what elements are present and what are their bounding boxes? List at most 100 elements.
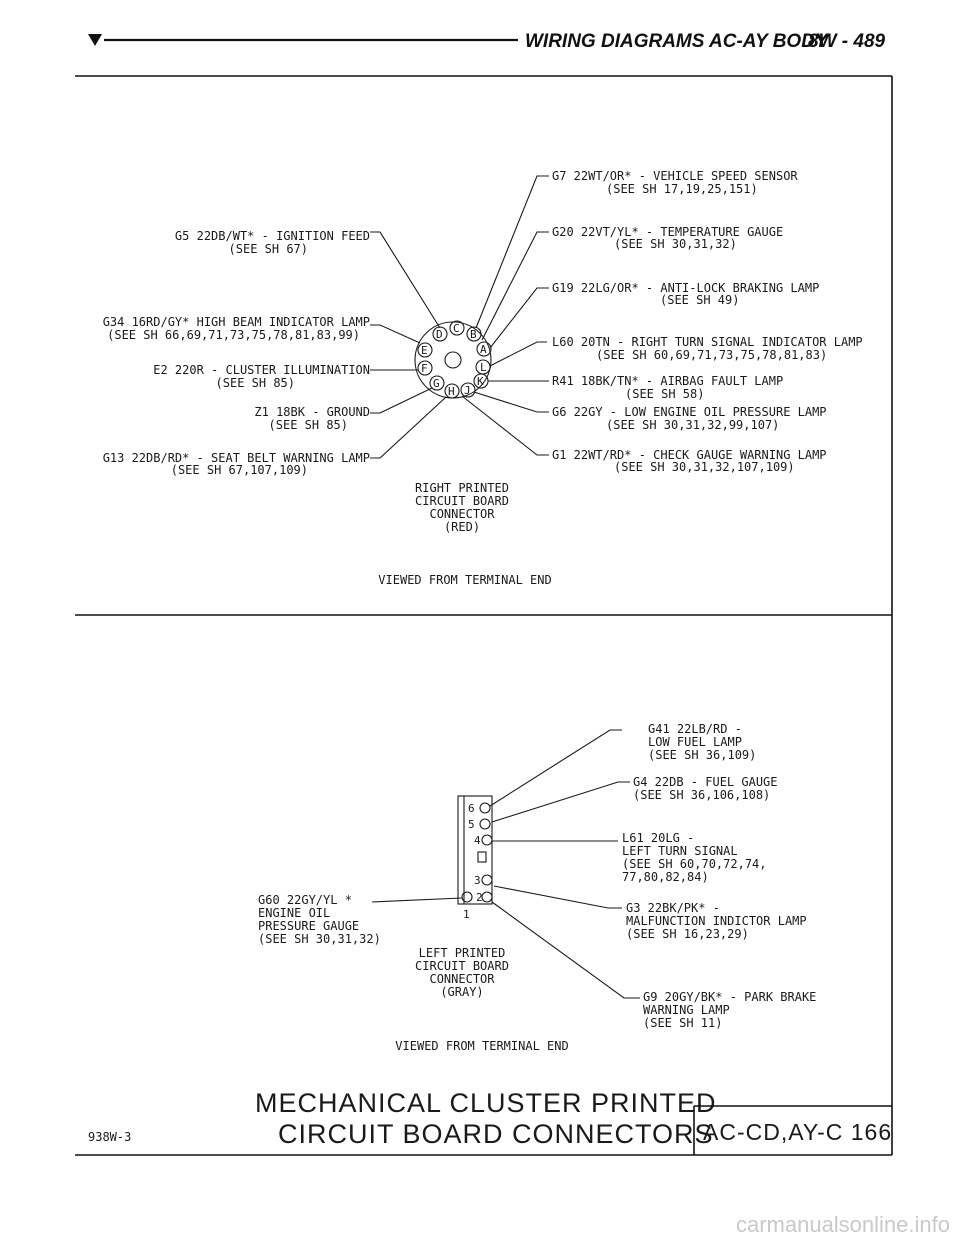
caption-line-1: RIGHT PRINTED — [415, 481, 509, 495]
pin-4-label: 4 — [474, 834, 481, 847]
leader-g4 — [491, 781, 630, 823]
wire-g5-ref: (SEE SH 67) — [229, 242, 308, 256]
caption-line-3: CONNECTOR — [429, 972, 495, 986]
pin-l-label: L — [480, 361, 487, 374]
wire-r41-ref: (SEE SH 58) — [625, 387, 704, 401]
left-connector-key — [477, 851, 487, 863]
right-connector-caption: RIGHT PRINTED CIRCUIT BOARD CONNECTOR (R… — [378, 481, 551, 587]
wire-g3-line-2: MALFUNCTION INDICTOR LAMP — [626, 914, 807, 928]
footer-title-line-2: CIRCUIT BOARD CONNECTORS — [278, 1119, 714, 1149]
leader-g19 — [489, 287, 549, 349]
right-connector-section: D C B A E F L G H J K — [103, 169, 863, 587]
caption-line-4: (RED) — [444, 520, 480, 534]
wire-g20-ref: (SEE SH 30,31,32) — [614, 237, 737, 251]
pin-b — [466, 326, 482, 342]
leader-g1 — [461, 395, 549, 456]
caption-line-4: (GRAY) — [440, 985, 483, 999]
wire-g41-line-1: G41 22LB/RD - — [648, 722, 742, 736]
wire-g1-code: G1 22WT/RD* - CHECK GAUGE WARNING LAMP — [552, 448, 827, 462]
right-connector-labels: G7 22WT/OR* - VEHICLE SPEED SENSOR (SEE … — [103, 169, 863, 477]
pin-1-label: 1 — [463, 908, 470, 921]
wire-g9-line-3: (SEE SH 11) — [643, 1016, 722, 1030]
wire-g4-line-2: (SEE SH 36,106,108) — [633, 788, 770, 802]
page-frame — [75, 75, 893, 1156]
leader-g5 — [370, 231, 441, 329]
leader-g20 — [481, 231, 549, 341]
leader-g7 — [475, 175, 549, 329]
pin-5 — [479, 818, 491, 830]
left-connector-body — [457, 795, 493, 905]
figure-id: 938W-3 — [88, 1130, 131, 1144]
wire-g60-line-2: ENGINE OIL — [258, 906, 330, 920]
viewed-from-terminal-end: VIEWED FROM TERMINAL END — [378, 573, 551, 587]
pin-3-label: 3 — [474, 874, 481, 887]
viewed-from-terminal-end: VIEWED FROM TERMINAL END — [395, 1039, 568, 1053]
pin-e-label: E — [421, 344, 428, 357]
footer-title-line-1: MECHANICAL CLUSTER PRINTED — [255, 1088, 717, 1118]
wire-g41-line-3: (SEE SH 36,109) — [648, 748, 756, 762]
leader-g41 — [489, 729, 622, 807]
wire-g1-ref: (SEE SH 30,31,32,107,109) — [614, 460, 795, 474]
leader-z1 — [370, 387, 433, 414]
pin-g-label: G — [433, 377, 440, 390]
wire-l61-line-4: 77,80,82,84) — [622, 870, 709, 884]
caption-line-3: CONNECTOR — [429, 507, 495, 521]
caption-line-2: CIRCUIT BOARD — [415, 494, 509, 508]
leader-g34 — [370, 324, 421, 344]
wire-r41-code: R41 18BK/TN* - AIRBAG FAULT LAMP — [552, 374, 783, 388]
left-connector: 6 5 4 3 2 1 — [457, 795, 493, 921]
wire-l61-line-1: L61 20LG - — [622, 831, 694, 845]
wire-g3-line-3: (SEE SH 16,23,29) — [626, 927, 749, 941]
pin-g — [429, 375, 445, 391]
wire-g19-code: G19 22LG/OR* - ANTI-LOCK BRAKING LAMP — [552, 281, 819, 295]
wire-g7-code: G7 22WT/OR* - VEHICLE SPEED SENSOR — [552, 169, 798, 183]
pin-j — [460, 382, 476, 398]
leader-g13 — [370, 396, 447, 459]
wire-g60-line-4: (SEE SH 30,31,32) — [258, 932, 381, 946]
pin-k-label: K — [477, 375, 484, 388]
header-page-number: 8W - 489 — [808, 31, 886, 52]
wire-g13-code: G13 22DB/RD* - SEAT BELT WARNING LAMP — [103, 451, 370, 465]
wire-g60-line-1: G60 22GY/YL * — [258, 893, 352, 907]
leader-g3 — [493, 885, 622, 909]
pin-c-label: C — [453, 322, 460, 335]
left-connector-section: 6 5 4 3 2 1 G41 22LB/RD - — [258, 722, 816, 1053]
wire-g6-ref: (SEE SH 30,31,32,99,107) — [606, 418, 779, 432]
wire-g19-ref: (SEE SH 49) — [660, 293, 739, 307]
pin-2-label: 2 — [476, 891, 483, 904]
left-connector-labels: G41 22LB/RD - LOW FUEL LAMP (SEE SH 36,1… — [258, 722, 816, 1030]
caption-line-2: CIRCUIT BOARD — [415, 959, 509, 973]
wire-g3-line-1: G3 22BK/PK* - — [626, 901, 720, 915]
pin-c — [449, 320, 465, 336]
wire-g4-line-1: G4 22DB - FUEL GAUGE — [633, 775, 778, 789]
leader-g60 — [371, 897, 463, 903]
left-connector-leaders — [371, 729, 640, 999]
page-footer: 938W-3 MECHANICAL CLUSTER PRINTED CIRCUI… — [88, 1088, 892, 1155]
pin-h-label: H — [448, 385, 455, 398]
left-connector-pins: 6 5 4 3 2 1 — [461, 802, 493, 921]
pin-b-label: B — [470, 328, 477, 341]
wire-g6-code: G6 22GY - LOW ENGINE OIL PRESSURE LAMP — [552, 405, 827, 419]
wire-g20-code: G20 22VT/YL* - TEMPERATURE GAUGE — [552, 225, 783, 239]
pin-5-label: 5 — [468, 818, 475, 831]
wire-z1-code: Z1 18BK - GROUND — [254, 405, 370, 419]
caption-line-1: LEFT PRINTED — [419, 946, 506, 960]
right-connector: D C B A E F L G H J K — [414, 320, 492, 399]
header-triangle-icon — [88, 34, 102, 46]
wire-g34-code: G34 16RD/GY* HIGH BEAM INDICATOR LAMP — [103, 315, 370, 329]
wire-l60-code: L60 20TN - RIGHT TURN SIGNAL INDICATOR L… — [552, 335, 863, 349]
wire-g41-line-2: LOW FUEL LAMP — [648, 735, 742, 749]
wire-e2-ref: (SEE SH 85) — [216, 376, 295, 390]
pin-j-label: J — [464, 384, 471, 397]
watermark: carmanualsonline.info — [736, 1212, 950, 1237]
right-connector-center — [444, 351, 462, 369]
pin-d-label: D — [436, 328, 443, 341]
wire-e2-code: E2 220R - CLUSTER ILLUMINATION — [153, 363, 370, 377]
pin-2b — [481, 891, 493, 903]
sheet-number: AC-CD,AY-C 166 — [703, 1119, 892, 1145]
wire-g60-line-3: PRESSURE GAUGE — [258, 919, 359, 933]
leader-g9 — [491, 901, 640, 999]
wire-l60-ref: (SEE SH 60,69,71,73,75,78,81,83) — [596, 348, 827, 362]
wire-g5-code: G5 22DB/WT* - IGNITION FEED — [175, 229, 370, 243]
